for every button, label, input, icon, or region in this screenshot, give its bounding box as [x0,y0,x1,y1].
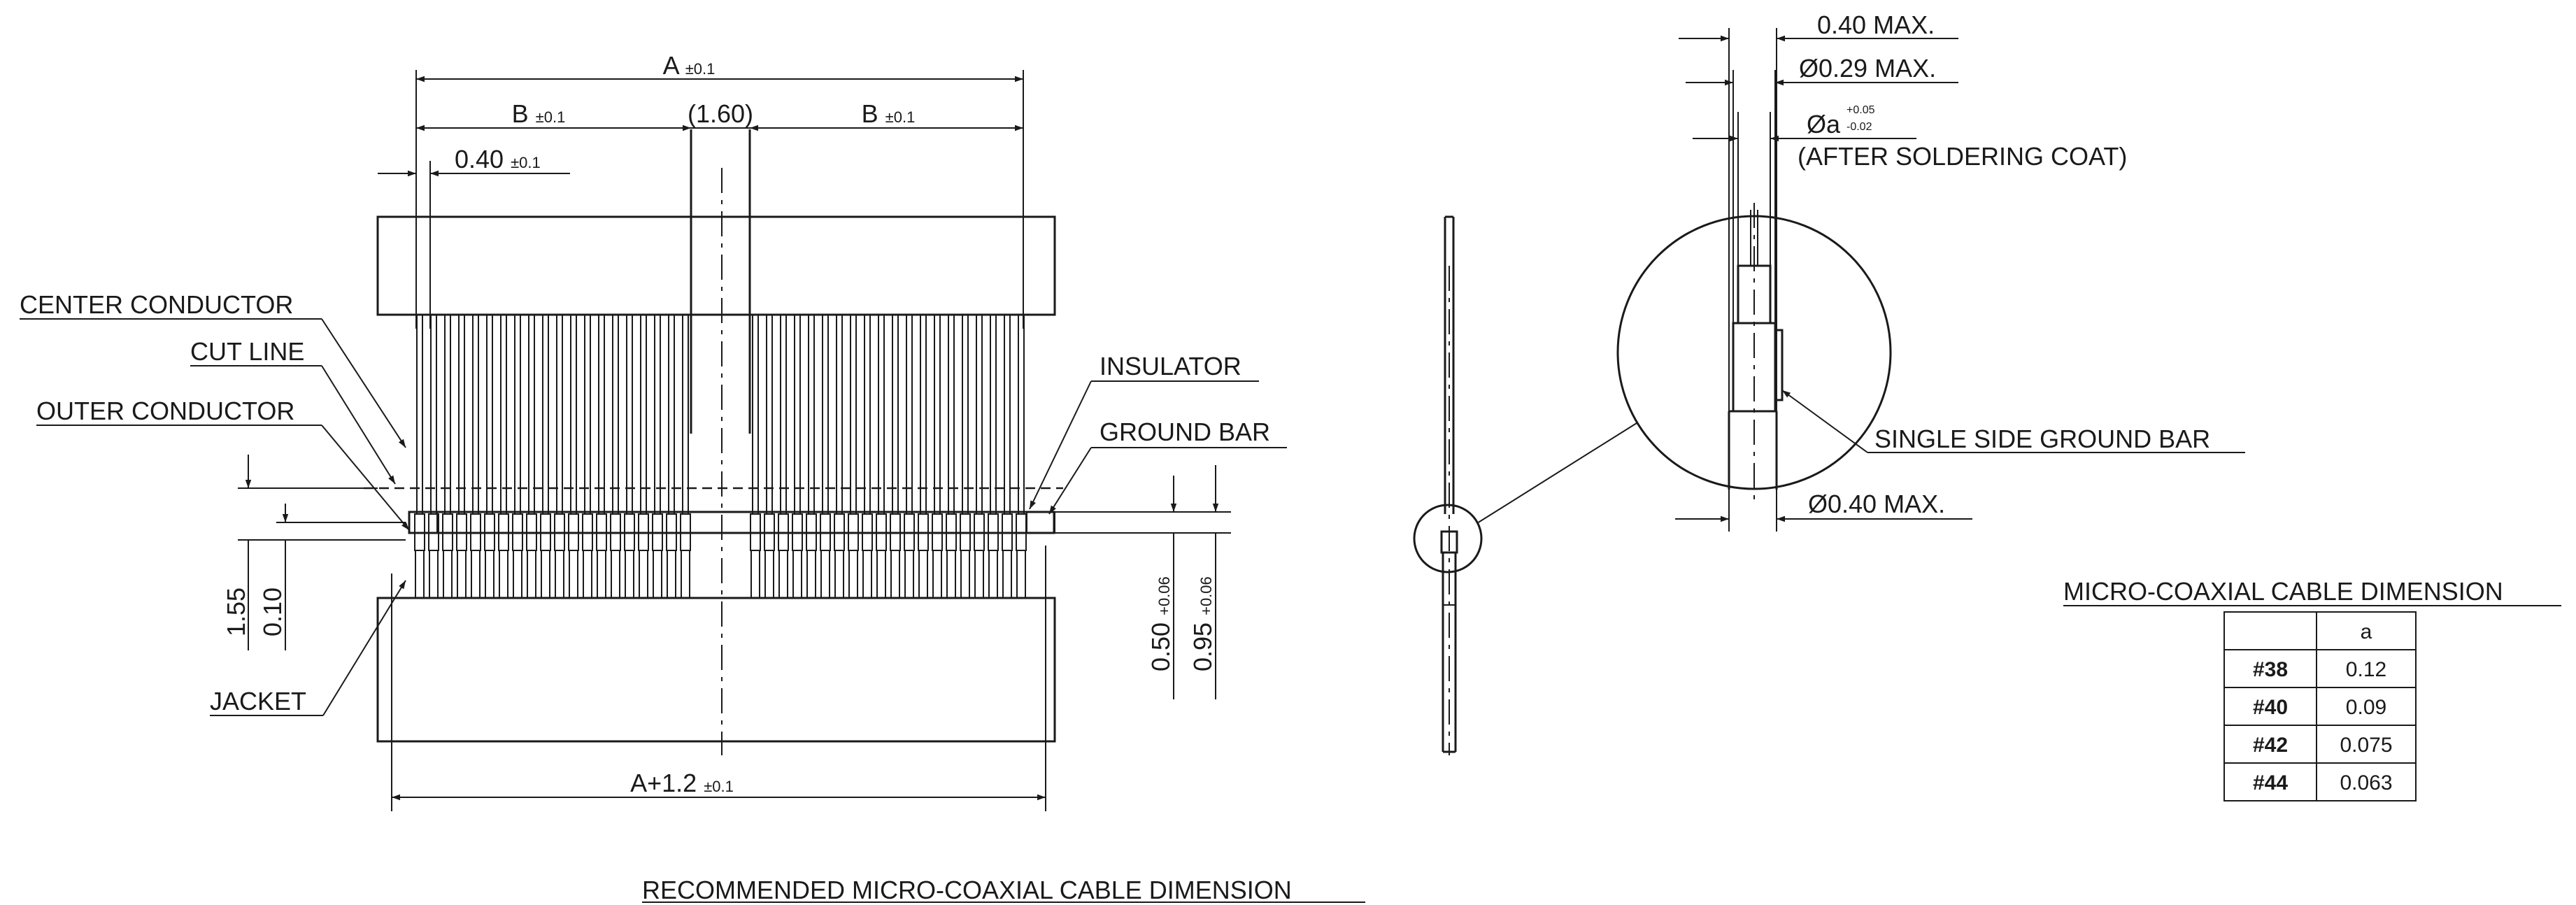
detail-view: 0.40 MAX. Ø0.29 MAX. Øa +0.05 -0.02 (AFT… [1616,10,2245,532]
table-row-label: #44 [2253,771,2288,794]
table-row-value: 0.075 [2340,734,2392,757]
detail-040-max-label: 0.40 MAX. [1817,10,1935,39]
leader-single-side-ground-bar [1781,390,1868,453]
side-ground-bar [1440,530,1458,554]
leader-insulator [1029,380,1092,510]
detail-after-coat-label: (AFTER SOLDERING COAT) [1798,142,2127,171]
table-title: MICRO-COAXIAL CABLE DIMENSION [2063,577,2503,606]
label-outer-conductor: OUTER CONDUCTOR [36,397,294,425]
detail-phi-a-label: Øa [1807,110,1841,138]
label-ground-bar: GROUND BAR [1100,418,1270,446]
table-row-label: #40 [2253,696,2288,719]
label-center-conductor: CENTER CONDUCTOR [20,290,293,319]
ground-bar-end-left [408,511,438,534]
table-grid: a #38 0.12 #40 0.09 #42 0.075 #44 0.063 [2223,611,2417,801]
ground-bar-end-right [1026,511,1055,534]
detail-callout-circle [1413,504,1483,573]
leader-outer-conductor [321,425,410,531]
dim-155-label: 1.55 [222,587,250,636]
leader-center-conductor [321,318,406,448]
label-insulator: INSULATOR [1100,352,1241,380]
table-row-label: #38 [2253,658,2288,681]
cable-dimension-table: MICRO-COAXIAL CABLE DIMENSION a #38 0.12 #4… [2063,577,2561,801]
table-cell [2316,762,2417,801]
dim-bottom-label: A+1.2 ±0.1 [630,769,734,797]
detail-phi-a-minus: -0.02 [1846,121,1872,133]
dim-a-label: A ±0.1 [663,51,716,80]
dim-b-right-label: B ±0.1 [862,99,916,128]
dim-095-label: 0.95 +0.06 [1188,576,1217,671]
top-clamp-bar [376,215,1056,316]
side-view [1413,215,1637,755]
main-view: A ±0.1 B ±0.1 B ±0.1 (1.60) 0.40 ±0.1 A+… [20,51,1287,811]
bottom-clamp-bar [376,597,1056,743]
dim-010-label: 0.10 [258,587,287,636]
label-jacket: JACKET [210,687,306,715]
wire-group-left [414,315,691,598]
leader-ground-bar [1048,447,1092,515]
dim-center-label: (1.60) [688,99,753,128]
detail-leader-line [1476,422,1637,524]
detail-040-max-bottom-label: Ø0.40 MAX. [1808,490,1945,518]
leader-jacket [322,580,406,716]
table-row-value: 0.063 [2340,771,2392,794]
detail-single-ground-bar [1774,329,1784,401]
ground-bar-strip [408,511,1055,534]
detail-phi-a-plus: +0.05 [1846,104,1875,116]
label-cut-line: CUT LINE [190,337,304,366]
wire-group-right [750,315,1027,598]
table-row-label: #42 [2253,734,2288,757]
dim-040-label: 0.40 ±0.1 [455,145,541,173]
leader-cut-line [321,365,396,485]
table-row-value: 0.09 [2346,696,2386,719]
dim-b-left-label: B ±0.1 [512,99,566,128]
table-row-value: a [2361,620,2372,643]
table-cell [2223,611,2317,650]
label-single-side-ground-bar: SINGLE SIDE GROUND BAR [1874,425,2210,453]
drawing-caption: RECOMMENDED MICRO-COAXIAL CABLE DIMENSIO… [642,876,1292,904]
table-row-value: 0.12 [2346,658,2386,681]
dim-050-label: 0.50 +0.06 [1146,576,1175,671]
detail-029-max-label: Ø0.29 MAX. [1799,54,1936,83]
